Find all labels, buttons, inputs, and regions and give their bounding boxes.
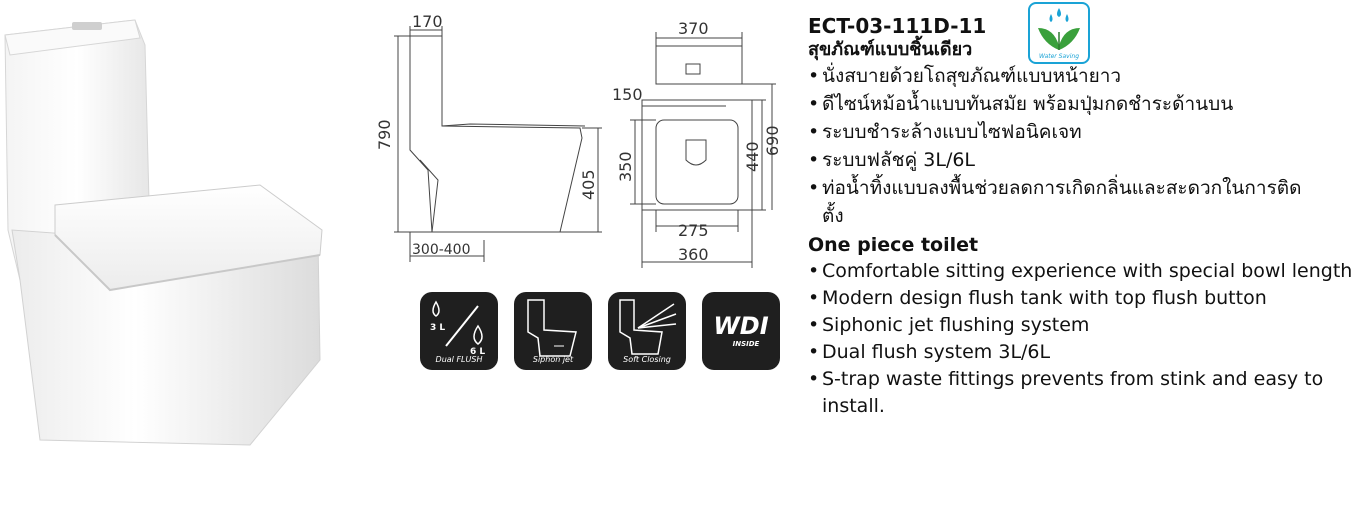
water-saving-badge: Water Saving [1028,2,1090,64]
dual-flush-label: Dual FLUSH [435,355,483,364]
dim-plan-inner-width: 275 [678,221,709,240]
list-item: Modern design flush tank with top flush … [808,285,1358,312]
dim-side-top: 170 [412,12,443,31]
list-item: ระบบฟลัชคู่ 3L/6L [808,146,1358,174]
dim-plan-inner: 350 [616,151,635,182]
product-text: ECT-03-111D-11 สุขภัณฑ์แบบชิ้นเดียว นั่ง… [808,14,1358,420]
list-item: Siphonic jet flushing system [808,312,1358,339]
technical-drawings: 170 790 405 300-400 370 150 350 440 690 … [360,0,782,290]
dim-side-height: 790 [375,119,394,150]
dual-flush-small: 3 L [430,323,445,333]
product-photo [0,0,345,450]
soft-closing-label: Soft Closing [623,355,671,364]
wdi-icon: WDI INSIDE [702,292,780,370]
dim-side-seat: 405 [579,169,598,200]
water-saving-label: Water Saving [1038,53,1079,60]
wdi-sub: INSIDE [733,340,760,348]
siphon-jet-label: Siphon jet [532,355,574,364]
leaf-water-icon [1038,8,1080,50]
english-heading: One piece toilet [808,234,979,256]
dim-side-rough-in: 300-400 [412,242,471,258]
list-item: ดีไซน์หม้อน้ำแบบทันสมัย พร้อมปุ่มกดชำระด… [808,90,1358,118]
dim-plan-depth-inner: 440 [743,141,762,172]
english-feature-list: Comfortable sitting experience with spec… [808,258,1358,420]
thai-product-title: สุขภัณฑ์แบบชิ้นเดียว [808,39,973,60]
dim-plan-width: 360 [678,245,709,264]
soft-closing-icon: Soft Closing [608,292,686,370]
dim-plan-offset: 150 [612,85,643,104]
list-item: นั่งสบายด้วยโถสุขภัณฑ์แบบหน้ายาว [808,62,1358,90]
list-item: S-trap waste fittings prevents from stin… [808,366,1358,420]
model-number: ECT-03-111D-11 [808,14,987,38]
dim-plan-top: 370 [678,19,709,38]
dual-flush-large: 6 L [470,347,485,357]
dual-flush-icon: 3 L 6 L Dual FLUSH [420,292,498,370]
list-item: ท่อน้ำทิ้งแบบลงพื้นช่วยลดการเกิดกลิ่นและ… [808,174,1322,230]
wdi-brand: WDI [713,312,768,340]
list-item: Dual flush system 3L/6L [808,339,1358,366]
thai-feature-list: นั่งสบายด้วยโถสุขภัณฑ์แบบหน้ายาว ดีไซน์ห… [808,62,1358,230]
list-item: ระบบชำระล้างแบบไซฟอนิคเจท [808,118,1358,146]
siphon-jet-icon: Siphon jet [514,292,592,370]
list-item: Comfortable sitting experience with spec… [808,258,1358,285]
feature-icons: 3 L 6 L Dual FLUSH Siphon jet Soft Closi… [420,292,780,374]
dim-plan-depth-outer: 690 [763,125,780,156]
